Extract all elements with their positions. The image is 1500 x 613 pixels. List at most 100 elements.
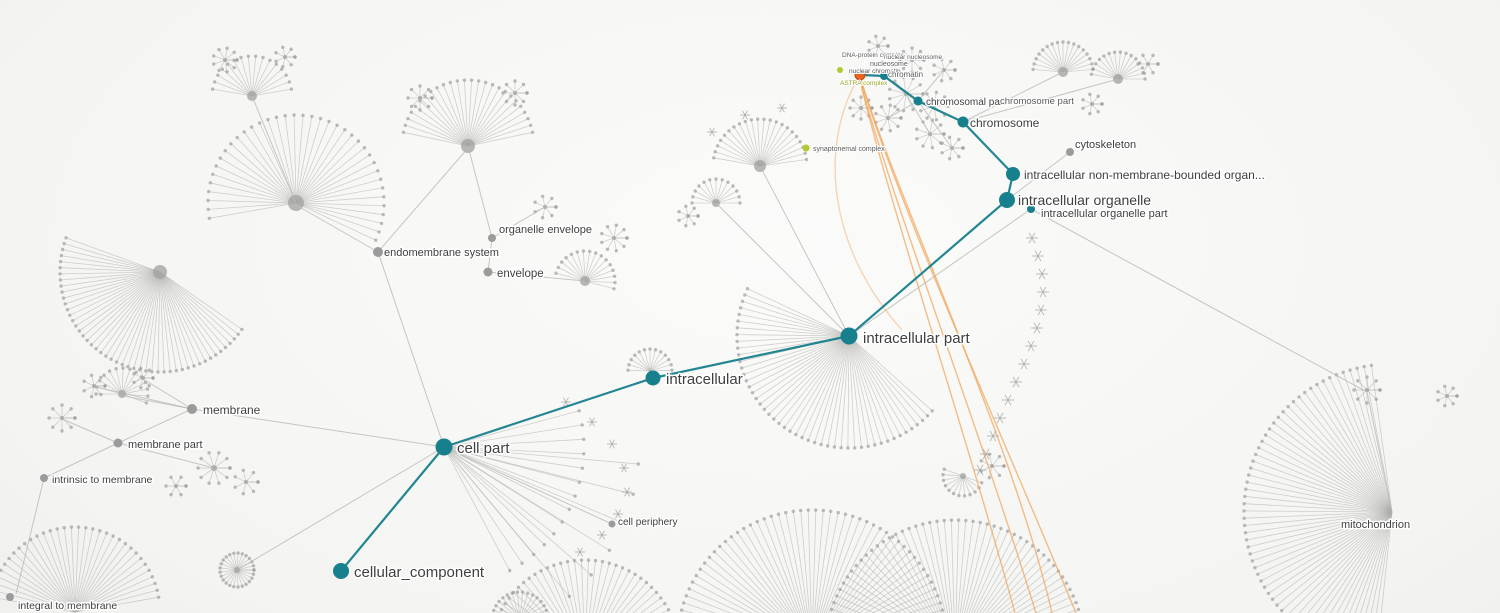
fan-spoke	[601, 233, 615, 239]
fan-spoke	[528, 577, 555, 613]
leaf-node-dot	[1124, 51, 1128, 55]
leaf-node-dot	[577, 409, 581, 413]
leaf-node-dot	[920, 418, 925, 423]
leaf-node-dot	[1088, 112, 1092, 116]
leaf-node-dot	[780, 122, 784, 127]
fan-spoke	[607, 237, 615, 250]
leaf-node-dot	[940, 141, 944, 145]
leaf-node-dot	[1097, 57, 1102, 62]
leaf-node-dot	[556, 265, 560, 270]
leaf-node-dot	[207, 451, 211, 455]
leaf-node-dot	[207, 216, 211, 220]
node-cell-periphery[interactable]	[608, 520, 616, 528]
leaf-node-dot	[379, 177, 383, 181]
leaf-node-dot	[737, 122, 742, 126]
leaf-fan-cluster	[735, 287, 934, 450]
leaf-node-dot	[504, 82, 509, 87]
leaf-node-dot	[653, 348, 658, 352]
cluster-hub-dot	[876, 44, 880, 48]
node-intracellular-organelle-part[interactable]	[1027, 205, 1035, 213]
node-endomembrane-system[interactable]	[373, 247, 383, 257]
leaf-node-dot	[208, 356, 213, 360]
node-intracellular-organelle[interactable]	[999, 192, 1015, 208]
leaf-node-dot	[1006, 529, 1010, 533]
fan-spoke	[245, 481, 254, 492]
fan-spoke	[736, 334, 850, 337]
fan-spoke	[159, 271, 211, 359]
node-cell-part[interactable]	[435, 438, 453, 456]
fan-spoke	[773, 335, 850, 420]
leaf-fan-cluster	[233, 468, 260, 496]
fan-spoke	[759, 136, 797, 167]
node-chromosomal-part[interactable]	[913, 96, 923, 106]
fan-spoke	[584, 252, 597, 282]
node-complex-node-a[interactable]	[837, 67, 843, 73]
leaf-node-dot	[888, 103, 892, 107]
node-nucleosome-node[interactable]	[854, 69, 866, 81]
leaf-node-dot	[735, 189, 739, 193]
leaf-node-dot	[1378, 388, 1382, 392]
leaf-node-dot	[117, 537, 122, 542]
leaf-node-dot	[1263, 433, 1268, 437]
leaf-node-dot	[1244, 487, 1248, 491]
node-membrane-part[interactable]	[113, 438, 123, 448]
leaf-node-dot	[219, 562, 223, 566]
fan-spoke	[295, 116, 313, 204]
node-intracellular-part[interactable]	[840, 327, 858, 345]
leaf-node-dot	[910, 70, 914, 74]
leaf-glyph	[1036, 268, 1048, 280]
fan-spoke	[632, 592, 657, 613]
node-membrane[interactable]	[187, 404, 197, 414]
node-intracellular-non-membrane-bounded-organelle[interactable]	[1006, 167, 1020, 181]
leaf-node-dot	[867, 40, 871, 44]
leaf-node-dot	[343, 128, 347, 132]
leaf-node-dot	[1085, 52, 1089, 56]
leaf-node-dot	[236, 585, 240, 589]
node-complex-node-b[interactable]	[802, 144, 810, 152]
leaf-node-dot	[1018, 536, 1023, 540]
fan-spoke	[30, 539, 76, 613]
node-integral-to-membrane[interactable]	[6, 593, 14, 601]
leaf-node-dot	[98, 529, 102, 533]
fan-spoke	[613, 229, 625, 239]
fan-spoke	[65, 271, 161, 305]
fan-spoke	[991, 456, 1000, 467]
leaf-node-dot	[866, 444, 870, 448]
leaf-node-dot	[232, 50, 236, 54]
node-intrinsic-to-membrane[interactable]	[40, 474, 48, 482]
node-cellular-component[interactable]	[333, 563, 349, 579]
leaf-node-dot	[120, 362, 124, 367]
fan-spoke	[100, 271, 161, 353]
leaf-node-dot	[934, 90, 939, 94]
fan-spoke	[295, 187, 383, 204]
graph-edge	[848, 208, 1032, 337]
leaf-node-dot	[508, 568, 512, 573]
leaf-node-dot	[199, 456, 203, 461]
fan-spoke	[763, 518, 801, 613]
leaf-glyph	[974, 464, 986, 476]
node-chromosome[interactable]	[957, 116, 969, 128]
fan-spoke	[295, 202, 376, 241]
leaf-node-dot	[22, 541, 27, 546]
node-chromatin-node[interactable]	[880, 72, 888, 80]
cluster-hub-dot	[141, 376, 145, 380]
leaf-node-dot	[423, 94, 427, 98]
leaf-fan-cluster	[829, 518, 1081, 613]
fan-spoke	[1375, 511, 1393, 613]
fan-spoke	[208, 202, 297, 210]
node-organelle-envelope[interactable]	[488, 234, 496, 242]
leaf-node-dot	[251, 564, 256, 568]
node-intracellular[interactable]	[645, 370, 661, 386]
leaf-node-dot	[1071, 594, 1075, 598]
fan-spoke	[467, 95, 512, 147]
fan-spoke	[69, 271, 161, 316]
node-label-mitochondrion: mitochondrion	[1341, 519, 1410, 531]
fan-spoke	[704, 562, 771, 613]
fan-spoke	[689, 588, 743, 613]
leaf-node-dot	[843, 512, 848, 516]
leaf-node-dot	[735, 332, 739, 337]
node-cytoskeleton[interactable]	[1066, 148, 1074, 156]
node-envelope[interactable]	[483, 267, 493, 277]
fan-spoke	[267, 119, 297, 204]
